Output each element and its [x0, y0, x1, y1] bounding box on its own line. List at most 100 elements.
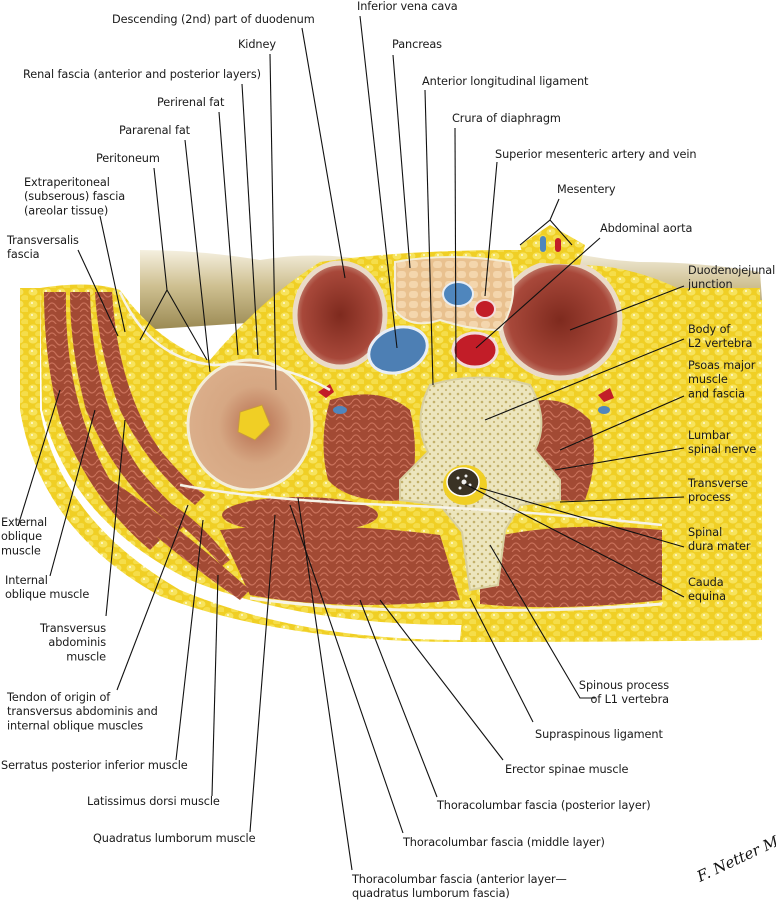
label-extraperitoneal-fascia: Extraperitoneal(subserous) fascia(areola…	[24, 176, 125, 217]
leader-line-extraperitoneal-fascia	[99, 215, 126, 333]
leader-line-thoracolumbar-anterior	[297, 497, 353, 871]
leader-line-pararenal-fat	[184, 139, 211, 373]
serratus-posterior-shape	[160, 500, 230, 566]
label-line: Pararenal fat	[119, 124, 191, 137]
label-line: Superior mesenteric artery and vein	[495, 148, 696, 161]
label-line: Quadratus lumborum muscle	[93, 832, 256, 845]
leader-line-spinous-process-l1	[489, 544, 595, 699]
label-abdominal-aorta: Abdominal aorta	[600, 222, 692, 235]
ivc-shape	[367, 325, 429, 375]
label-line: Kidney	[238, 38, 276, 51]
label-line: and fascia	[688, 387, 745, 400]
label-line: Lumbar	[688, 429, 731, 442]
leader-line-renal-fascia	[241, 83, 259, 356]
leader-line-thoracolumbar-posterior	[359, 599, 438, 798]
label-kidney: Kidney	[238, 38, 276, 51]
label-line: (areolar tissue)	[24, 204, 108, 217]
label-inferior-vena-cava: Inferior vena cava	[357, 0, 458, 13]
internal-oblique-shape	[70, 292, 190, 530]
label-line: Mesentery	[557, 183, 616, 196]
leader-line-thoracolumbar-middle	[289, 504, 404, 834]
label-thoracolumbar-anterior: Thoracolumbar fascia (anterior layer—qua…	[351, 873, 567, 900]
label-line: Transversalis	[6, 234, 79, 247]
label-line: fascia	[7, 248, 39, 261]
label-line: muscle	[688, 373, 728, 386]
label-line: internal oblique muscles	[7, 719, 143, 732]
label-line: process	[688, 491, 731, 504]
label-line: Crura of diaphragm	[452, 112, 561, 125]
duodenum-shape	[292, 260, 388, 370]
label-line: Serratus posterior inferior muscle	[1, 759, 188, 772]
label-line: Internal	[5, 574, 48, 587]
label-supraspinous-ligament: Supraspinous ligament	[535, 728, 663, 741]
label-line: muscle	[1, 544, 41, 557]
label-line: Thoracolumbar fascia (posterior layer)	[436, 799, 651, 812]
label-line: Spinal	[688, 526, 722, 539]
leader-line-transverse-process	[559, 496, 685, 503]
label-line: Latissimus dorsi muscle	[87, 795, 220, 808]
label-line: Psoas major	[688, 359, 756, 372]
leader-line-anterior-longitudinal-ligament	[424, 89, 434, 386]
erector-spinae-right-shape	[480, 526, 662, 608]
label-line: abdominis	[48, 636, 106, 649]
leader-line-serratus-posterior-inferior	[175, 519, 204, 761]
label-line: quadratus lumborum fascia)	[352, 887, 510, 900]
label-line: (subserous) fascia	[24, 190, 125, 203]
leader-line-descending-duodenum	[301, 27, 346, 279]
label-line: spinal nerve	[688, 443, 756, 456]
label-line: Supraspinous ligament	[535, 728, 663, 741]
latissimus-dorsi-shape	[95, 470, 250, 600]
label-crura-of-diaphragm: Crura of diaphragm	[452, 112, 561, 125]
smv-shape	[442, 281, 474, 307]
aorta-shape	[451, 331, 499, 369]
label-line: dura mater	[688, 540, 751, 553]
label-line: Erector spinae muscle	[505, 763, 628, 776]
label-line: muscle	[66, 650, 106, 663]
label-latissimus-dorsi: Latissimus dorsi muscle	[87, 795, 220, 808]
leader-line-kidney	[269, 53, 277, 391]
label-superior-mesenteric-vessels: Superior mesenteric artery and vein	[495, 148, 696, 161]
label-line: oblique muscle	[5, 588, 89, 601]
leader-line-abdominal-aorta	[475, 237, 601, 349]
label-erector-spinae: Erector spinae muscle	[505, 763, 628, 776]
label-line: External	[1, 516, 47, 529]
leader-line-internal-oblique	[49, 409, 96, 577]
label-line: Renal fascia (anterior and posterior lay…	[23, 68, 261, 81]
leader-line-tendon-of-origin	[116, 504, 189, 691]
label-line: Duodenojejunal	[688, 264, 775, 277]
leader-line-psoas-major	[559, 395, 685, 451]
label-line: Inferior vena cava	[357, 0, 458, 13]
label-line: Abdominal aorta	[600, 222, 692, 235]
label-line: Extraperitoneal	[24, 176, 110, 189]
label-line: L2 vertebra	[688, 337, 752, 350]
label-pararenal-fat: Pararenal fat	[119, 124, 191, 137]
duodenojejunal-shape	[497, 259, 623, 381]
label-perirenal-fat: Perirenal fat	[157, 96, 225, 109]
label-line: Transverse	[687, 477, 748, 490]
label-line: Thoracolumbar fascia (middle layer)	[402, 836, 605, 849]
label-line: Thoracolumbar fascia (anterior layer—	[351, 873, 567, 886]
label-line: Spinous process	[579, 679, 669, 692]
label-line: Anterior longitudinal ligament	[422, 75, 589, 88]
label-line: Descending (2nd) part of duodenum	[112, 13, 315, 26]
leader-line-body-of-l2	[484, 338, 685, 421]
leader-line-perirenal-fat	[218, 111, 239, 356]
leader-line-crura-of-diaphragm	[454, 127, 457, 373]
leader-line-quadratus-lumborum	[249, 514, 276, 833]
leader-line-inferior-vena-cava	[359, 15, 398, 349]
leader-line-transversalis-fascia	[77, 249, 119, 337]
artist-signature: F. Netter M.D.	[693, 823, 776, 886]
leader-line-duodenojejunal-junction	[569, 285, 685, 331]
